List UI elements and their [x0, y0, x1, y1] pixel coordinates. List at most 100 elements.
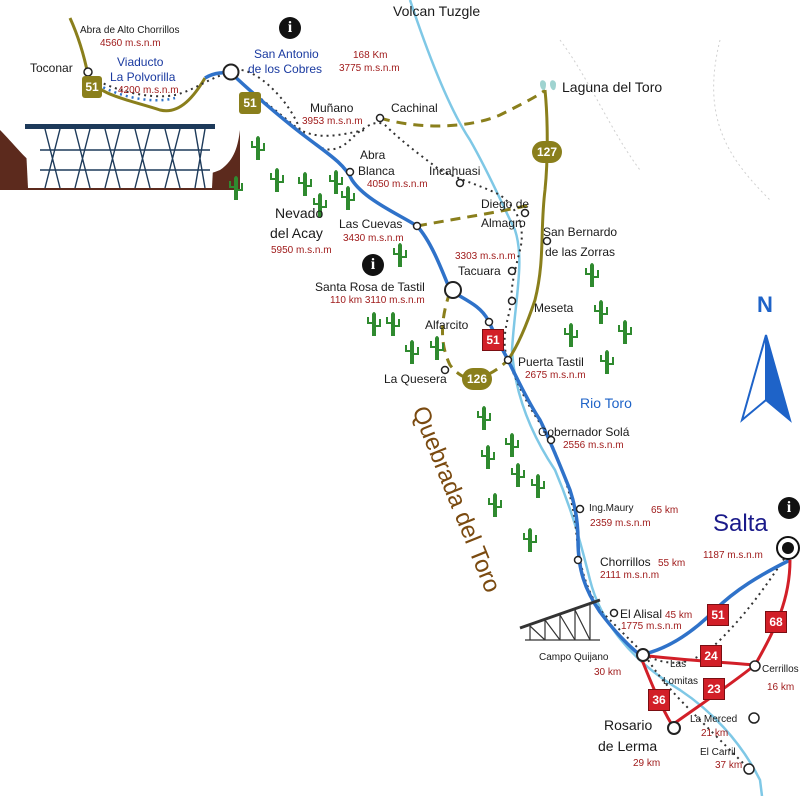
santa-rosa-marker [444, 281, 462, 299]
abra-blanca-marker [345, 167, 355, 177]
route-23-shield: 23 [703, 678, 725, 700]
san-antonio-marker [222, 63, 240, 81]
cactus-icon [270, 168, 284, 192]
cactus-icon [488, 493, 502, 517]
route-36-shield: 36 [648, 689, 670, 711]
background-track [559, 39, 641, 171]
viaducto-label: Viaducto [117, 55, 164, 69]
campo-quijano-marker [636, 648, 650, 662]
santa-rosa-label: Santa Rosa de Tastil [315, 280, 425, 294]
san-antonio-label: San Antonio [254, 47, 319, 61]
el-alisal-km: 45 km [665, 610, 693, 621]
olive-road-toconar [68, 17, 207, 113]
cactus-icon [393, 243, 407, 267]
cactus-icon [477, 406, 491, 430]
cactus-icon [618, 320, 632, 344]
cactus-icon [481, 445, 495, 469]
rio-toro-label: Rio Toro [580, 395, 632, 411]
el-carril-marker [743, 763, 755, 775]
san-antonio-alt: 3775 m.s.n.m [339, 63, 400, 74]
cerrillos-marker [749, 660, 761, 672]
info-icon[interactable]: i [279, 17, 301, 39]
info-icon[interactable]: i [778, 497, 800, 519]
abra-alto-chorrillos-label: Abra de Alto Chorrillos [80, 25, 180, 36]
viaduct-la-polvorilla-image [0, 124, 240, 190]
toconar-marker [83, 67, 93, 77]
de-lerma-label: de Lerma [598, 738, 658, 754]
abra-blanca-alt: 4050 m.s.n.m [367, 179, 428, 190]
blanca-label: Blanca [358, 164, 395, 178]
chorrillos-alt: 2111 m.s.n.m [600, 570, 660, 581]
cerrillos-km: 16 km [767, 682, 795, 693]
rio-toro-river [408, 0, 764, 796]
route-51-shield: 51 [82, 76, 102, 98]
route-24-shield: 24 [700, 645, 722, 667]
red-road-24 [639, 653, 756, 667]
incahuasi-marker [455, 178, 465, 188]
cactus-icon [523, 528, 537, 552]
el-alisal-label: El Alisal [620, 607, 663, 621]
nevado-alt: 5950 m.s.n.m [271, 245, 332, 256]
el-carril-label: El Carril [700, 747, 736, 758]
cactus-icon [430, 336, 444, 360]
la-merced-label: La Merced [690, 714, 738, 725]
tacuara-label: Tacuara [458, 264, 501, 278]
tacuara-marker [507, 266, 517, 276]
campo-quijano-label: Campo Quijano [539, 652, 609, 663]
gobernador-sola-label: Gobernador Solá [538, 425, 630, 439]
cactus-icon [405, 340, 419, 364]
compass-north-label: N [757, 292, 773, 317]
chorrillos-marker [573, 555, 583, 565]
san-bernardo-label: San Bernardo [543, 225, 618, 239]
gobernador-sola-marker [546, 435, 556, 445]
san-bernardo-marker [542, 236, 552, 246]
de-los-cobres-label: de los Cobres [248, 62, 323, 76]
las-cuevas-label: Las Cuevas [339, 217, 403, 231]
las-cuevas-alt: 3430 m.s.n.m [343, 233, 404, 244]
cactus-icon [329, 170, 343, 194]
info-icon[interactable]: i [362, 254, 384, 276]
abra-label: Abra [360, 148, 386, 162]
abra-alto-chorrillos-alt: 4560 m.s.n.m [100, 38, 161, 49]
la-merced-km: 21 km [701, 728, 729, 739]
volcan-tuzgle-label: Volcan Tuzgle [393, 3, 481, 19]
cactus-icon [594, 300, 608, 324]
cactus-icon [511, 463, 525, 487]
cerrillos-label: Cerrillos [762, 664, 799, 675]
chorrillos-km: 55 km [658, 558, 686, 569]
cactus-icon [341, 186, 355, 210]
cactus-icon [386, 312, 400, 336]
tacuara-alt: 3303 m.s.n.m [455, 251, 516, 262]
gobernador-sola-alt: 2556 m.s.n.m [563, 440, 624, 451]
las-cuevas-marker [412, 221, 422, 231]
chorrillos-label: Chorrillos [600, 555, 651, 569]
cactus-icon [229, 176, 243, 200]
cactus-icon [313, 193, 327, 217]
el-alisal-alt: 1775 m.s.n.m [621, 621, 682, 632]
route-127-road [506, 89, 549, 361]
almagro-label: Almagro [481, 216, 526, 230]
railway-line [87, 70, 791, 664]
cactus-icon [585, 263, 599, 287]
santa-rosa-km-alt: 110 km 3110 m.s.n.m [330, 295, 425, 306]
munano-label: Muñano [310, 101, 354, 115]
salta-alt: 1187 m.s.n.m [703, 550, 763, 561]
del-acay-label: del Acay [270, 225, 323, 241]
el-carril-km: 37 km [715, 760, 743, 771]
route-127-shield: 127 [532, 141, 562, 163]
san-antonio-km: 168 Km [353, 50, 388, 61]
puerta-tastil-alt: 2675 m.s.n.m [525, 370, 586, 381]
diego-almagro-marker [520, 208, 530, 218]
cactus-icon [564, 323, 578, 347]
north-compass-arrow [740, 334, 792, 423]
lomitas-label: Lomitas [663, 676, 699, 687]
laguna-dashed-road [379, 88, 547, 128]
route-68-shield: 68 [765, 611, 787, 633]
alfarcito-label: Alfarcito [425, 318, 469, 332]
ing-maury-label: Ing.Maury [589, 503, 634, 514]
la-quesera-marker [440, 365, 450, 375]
cactus-icon [367, 312, 381, 336]
puerta-tastil-marker [503, 355, 513, 365]
de-las-zorras-label: de las Zorras [545, 245, 616, 259]
